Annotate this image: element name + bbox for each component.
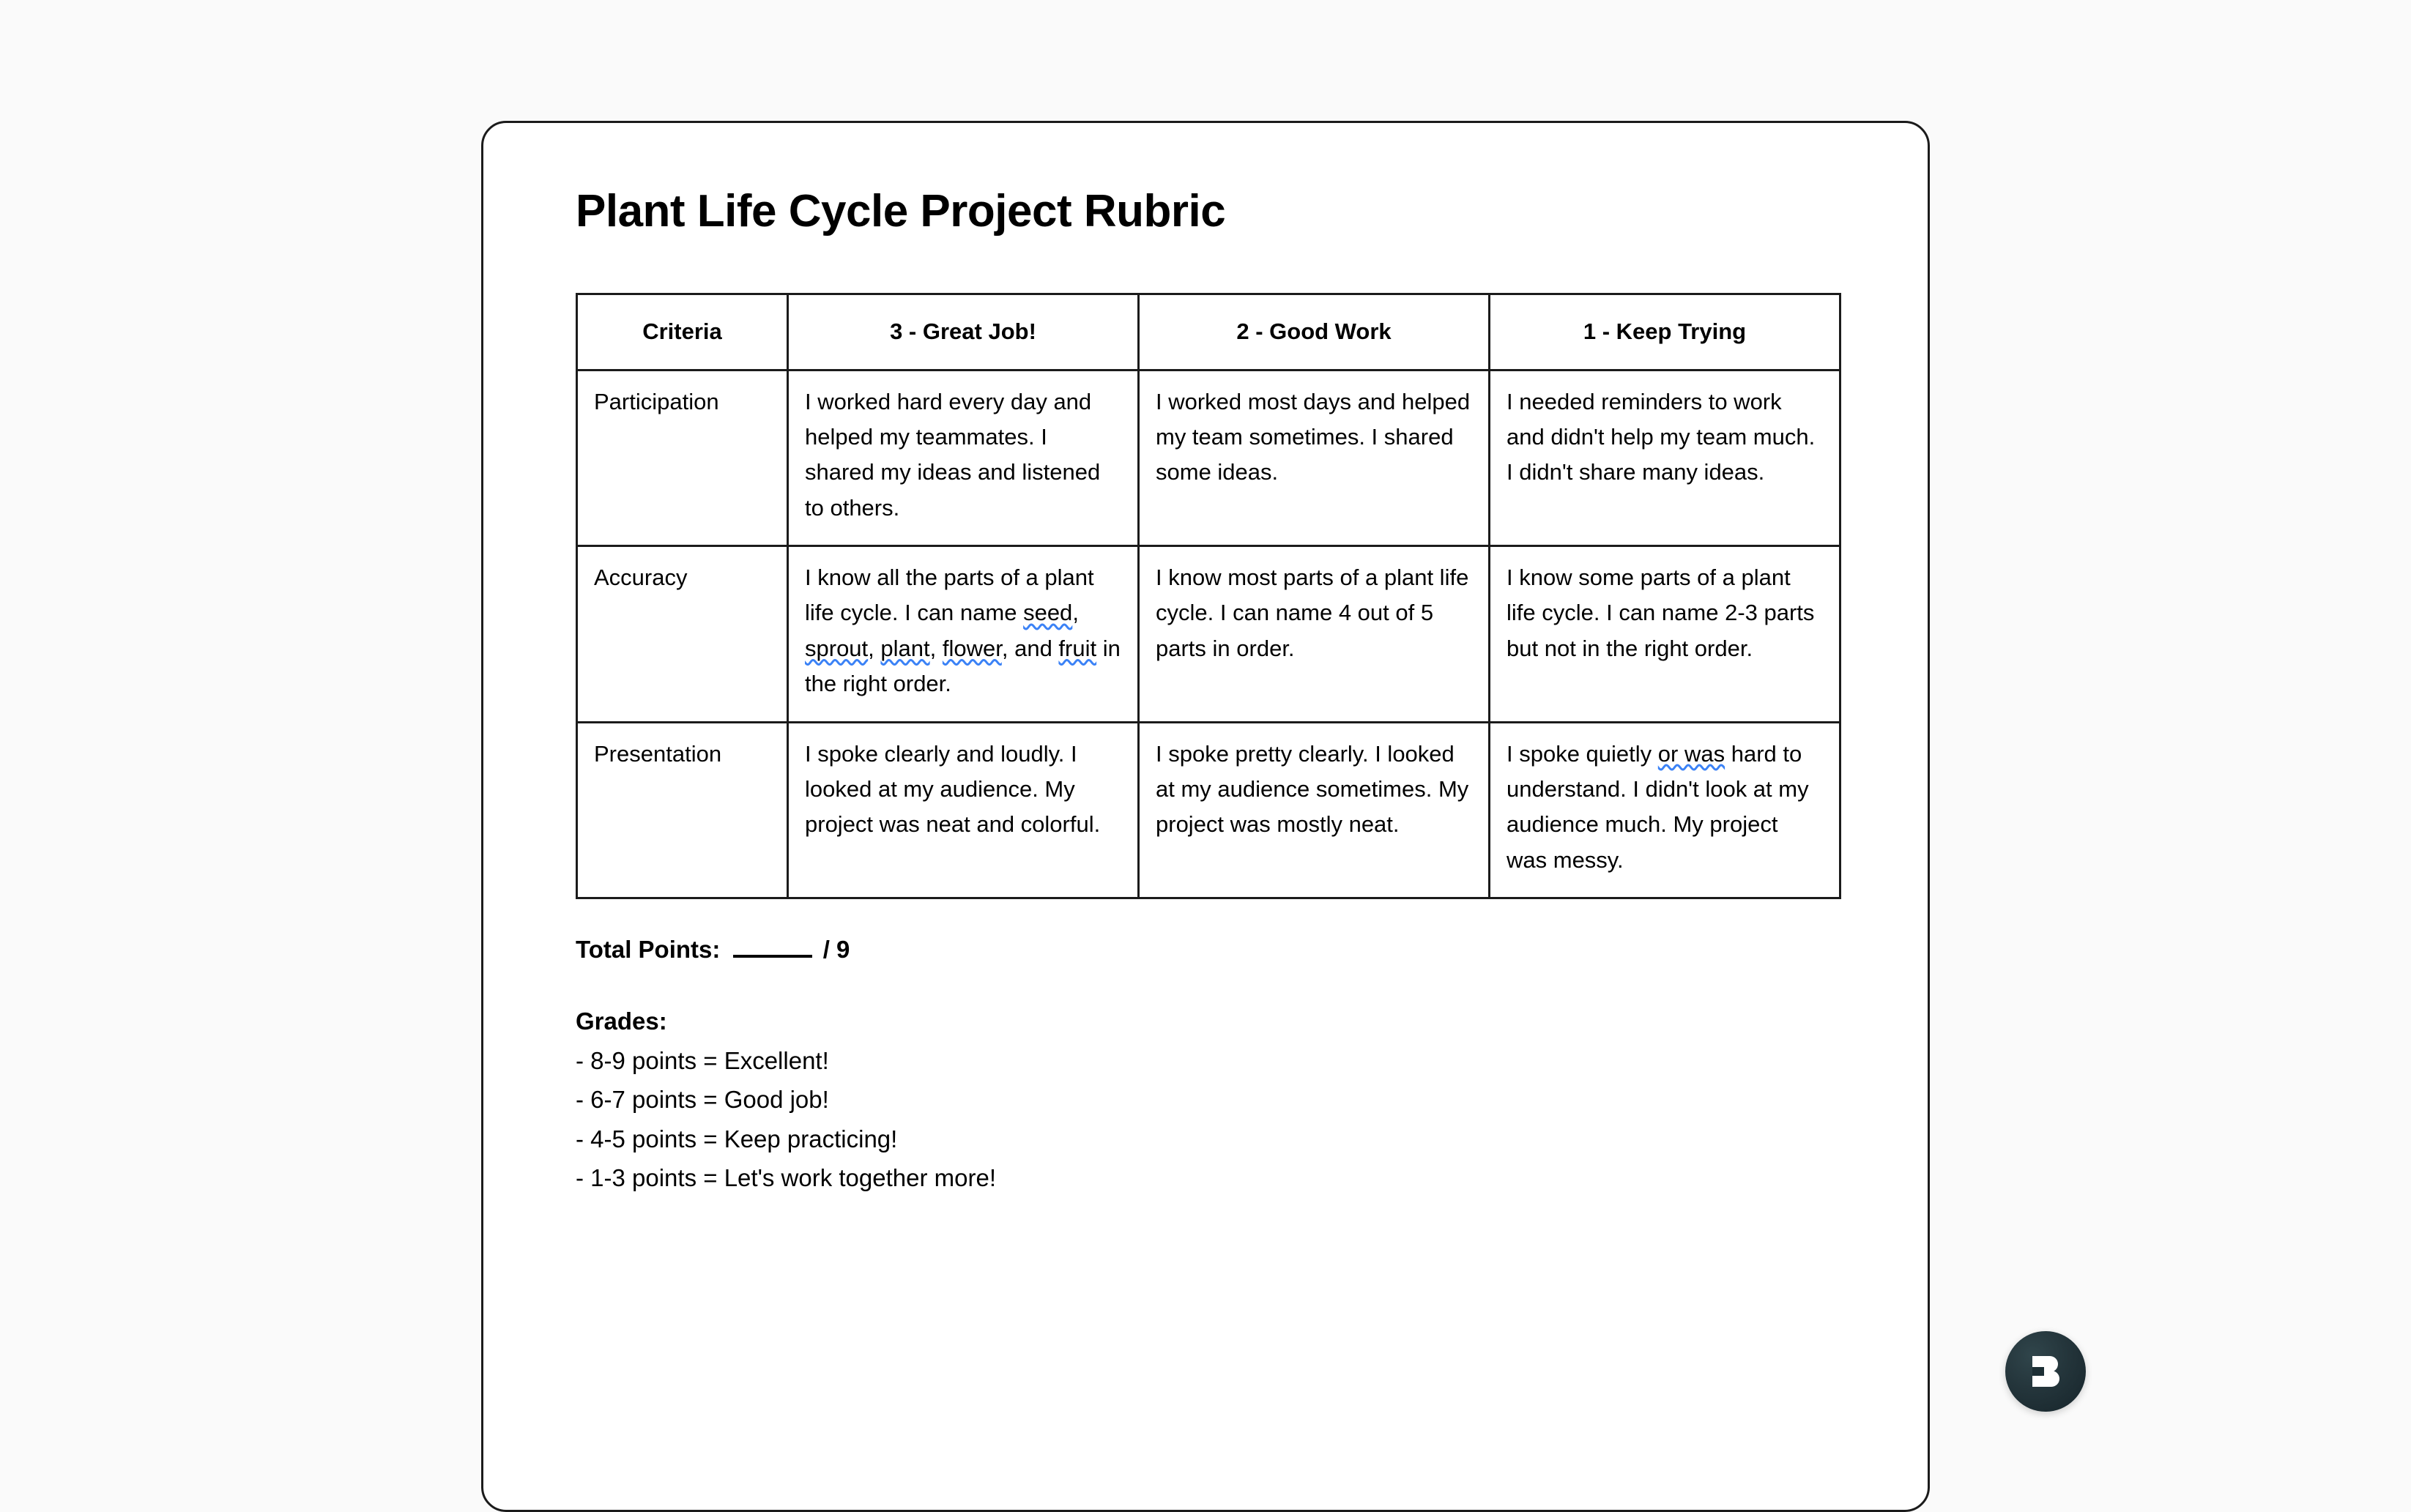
- list-item: - 8-9 points = Excellent!: [576, 1046, 829, 1074]
- spellcheck-word: or was: [1657, 740, 1725, 767]
- criteria-label-participation: Participation: [576, 368, 789, 548]
- cell-participation-level-1: I needed reminders to work and didn't he…: [1488, 368, 1841, 548]
- table-row: Participation I worked hard every day an…: [576, 368, 1841, 548]
- document-card: Plant Life Cycle Project Rubric Criteria…: [481, 121, 1930, 1512]
- grades-heading: Grades:: [576, 1008, 667, 1035]
- criteria-label-accuracy: Accuracy: [576, 545, 789, 723]
- cell-accuracy-level-3: I know all the parts of a plant life cyc…: [787, 545, 1140, 723]
- total-points-max: / 9: [822, 935, 850, 963]
- spellcheck-word: sprout: [805, 635, 869, 661]
- cell-participation-level-3: I worked hard every day and helped my te…: [787, 368, 1140, 548]
- list-item: - 1-3 points = Let's work together more!: [576, 1163, 996, 1191]
- total-points-line: Total Points: / 9: [576, 933, 1928, 967]
- column-header-level-1: 1 - Keep Trying: [1488, 293, 1841, 371]
- rubric-table-body: Participation I worked hard every day an…: [576, 368, 1841, 899]
- column-header-criteria: Criteria: [576, 293, 789, 371]
- table-header-row: Criteria 3 - Great Job! 2 - Good Work 1 …: [576, 293, 1841, 371]
- rubric-table: Criteria 3 - Great Job! 2 - Good Work 1 …: [576, 293, 1841, 899]
- criteria-label-presentation: Presentation: [576, 720, 789, 899]
- spellcheck-word: plant: [880, 635, 930, 661]
- brand-logo-icon: [2022, 1348, 2069, 1395]
- grades-section: Grades: - 8-9 points = Excellent! - 6-7 …: [576, 1002, 1928, 1197]
- spellcheck-word: fruit: [1058, 635, 1097, 661]
- column-header-level-3: 3 - Great Job!: [787, 293, 1140, 371]
- cell-accuracy-level-1: I know some parts of a plant life cycle.…: [1488, 545, 1841, 723]
- spellcheck-word: seed: [1023, 600, 1073, 626]
- page-title: Plant Life Cycle Project Rubric: [576, 186, 1226, 237]
- cell-presentation-level-1: I spoke quietly or was hard to understan…: [1488, 720, 1841, 899]
- grades-list: - 8-9 points = Excellent! - 6-7 points =…: [576, 1041, 1928, 1198]
- brand-logo-button[interactable]: [2005, 1331, 2086, 1412]
- total-points-label: Total Points:: [576, 935, 721, 963]
- cell-presentation-level-2: I spoke pretty clearly. I looked at my a…: [1137, 720, 1490, 899]
- column-header-level-2: 2 - Good Work: [1137, 293, 1490, 371]
- table-row: Accuracy I know all the parts of a plant…: [576, 545, 1841, 723]
- spellcheck-word: flower: [942, 635, 1002, 661]
- document-content: Plant Life Cycle Project Rubric Criteria…: [576, 185, 1928, 1510]
- table-row: Presentation I spoke clearly and loudly.…: [576, 720, 1841, 899]
- list-item: - 6-7 points = Good job!: [576, 1086, 829, 1114]
- total-points-blank[interactable]: [732, 954, 812, 958]
- cell-participation-level-2: I worked most days and helped my team so…: [1137, 368, 1490, 548]
- cell-accuracy-level-2: I know most parts of a plant life cycle.…: [1137, 545, 1490, 723]
- cell-presentation-level-3: I spoke clearly and loudly. I looked at …: [787, 720, 1140, 899]
- list-item: - 4-5 points = Keep practicing!: [576, 1125, 898, 1152]
- rubric-table-head: Criteria 3 - Great Job! 2 - Good Work 1 …: [576, 293, 1841, 371]
